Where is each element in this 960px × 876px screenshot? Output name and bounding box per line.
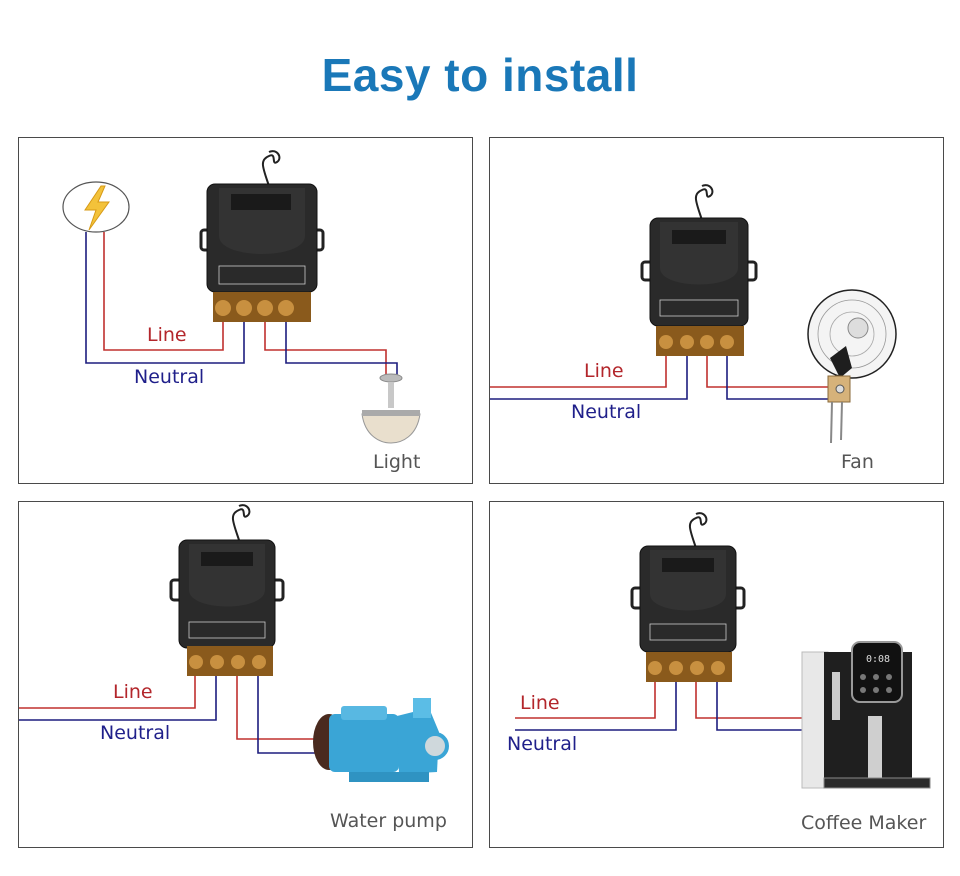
wiring-diagram-water-pump [19, 504, 449, 782]
device-label: Coffee Maker [801, 812, 927, 834]
relay-module [169, 504, 285, 676]
wiring-diagram-coffee-maker: 0:08 [515, 512, 931, 789]
relay-module [199, 150, 325, 322]
line-label: Line [520, 692, 560, 714]
neutral-wire-out [726, 343, 828, 400]
lightning-bolt-icon [84, 185, 110, 231]
neutral-wire-in [490, 343, 688, 400]
line-wire-out [236, 674, 315, 740]
wiring-diagram-fan [490, 184, 897, 444]
line-wire-out [706, 343, 828, 388]
device-label: Light [373, 451, 421, 473]
panel-water-pump: Line Neutral Water pump [18, 501, 473, 848]
line-label: Line [584, 360, 624, 382]
ceiling-lamp-icon [361, 373, 421, 444]
line-wire-in [19, 674, 196, 709]
line-wire-in [490, 343, 667, 388]
neutral-label: Neutral [571, 401, 642, 423]
neutral-wire-out [716, 674, 802, 731]
neutral-label: Neutral [100, 722, 171, 744]
line-wire-in [103, 232, 224, 351]
page-title: Easy to install [321, 49, 639, 101]
neutral-label: Neutral [507, 733, 578, 755]
power-source-icon [62, 181, 130, 233]
wall-fan-icon [807, 289, 897, 444]
panel-light: Line Neutral Light [18, 137, 473, 484]
line-wire-out [695, 674, 802, 719]
neutral-wire-out [285, 316, 398, 376]
coffee-maker-icon: 0:08 [801, 641, 931, 789]
device-label: Fan [841, 451, 874, 473]
panel-coffee-maker: 0:08 Line Neutral Coffee Maker [489, 501, 944, 848]
relay-module [640, 184, 758, 356]
relay-module [630, 512, 746, 682]
line-label: Line [147, 324, 187, 346]
water-pump-icon [313, 698, 449, 782]
neutral-wire-in [515, 674, 677, 731]
panel-fan: Line Neutral Fan [489, 137, 944, 484]
device-label: Water pump [330, 810, 447, 832]
neutral-label: Neutral [134, 366, 205, 388]
neutral-wire-in [19, 674, 217, 721]
line-wire-out [264, 316, 387, 374]
neutral-wire-in [85, 232, 245, 364]
wiring-diagram-light [62, 150, 421, 444]
neutral-wire-out [257, 674, 315, 754]
line-wire-in [515, 674, 656, 719]
line-label: Line [113, 681, 153, 703]
coffee-display: 0:08 [866, 654, 890, 665]
